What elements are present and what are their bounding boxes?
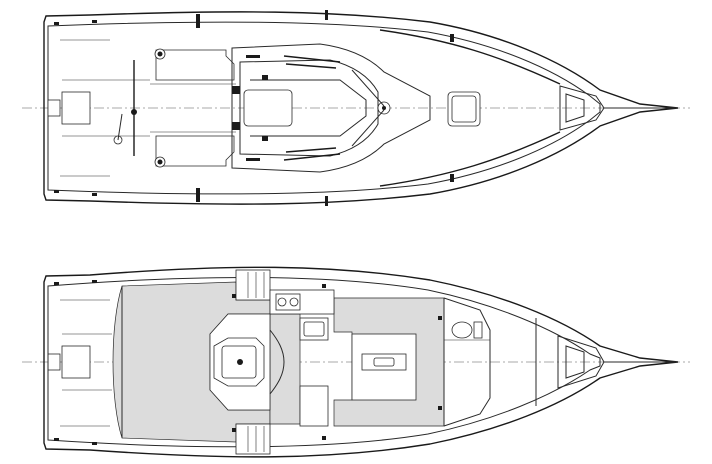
interior-sink-bowl — [303, 321, 325, 337]
deck-companionway-hatch — [243, 89, 293, 127]
deck-cockpit-bench-port — [155, 49, 235, 81]
deck-cleat — [92, 193, 97, 196]
deck-traveller-car — [131, 109, 137, 115]
interior-cleat — [54, 438, 59, 441]
deck-stanchion — [325, 10, 328, 20]
deck-stanchion — [196, 14, 200, 28]
deck-aft-locker — [61, 91, 91, 125]
deck-shroud-port — [351, 69, 385, 107]
deck-rubrail-port — [379, 29, 561, 85]
deck-clutch — [246, 55, 260, 58]
interior-transom-hatch — [47, 353, 61, 371]
interior-locker-port — [235, 269, 271, 301]
interior-toilet — [451, 321, 473, 339]
interior-plan-view — [22, 266, 690, 458]
deck-winch-port-core — [157, 51, 163, 57]
deck-stanchion — [325, 196, 328, 206]
deck-stanchion — [450, 174, 454, 182]
deck-clutch — [246, 158, 260, 161]
deck-plan-view — [22, 10, 690, 206]
deck-genoa-track-port — [283, 55, 341, 63]
deck-forehatch-glass — [451, 95, 477, 123]
deck-tiller — [117, 113, 123, 141]
interior-table-leaf — [373, 357, 395, 367]
deck-transom-hatch — [47, 99, 61, 117]
interior-toilet-tank — [473, 321, 483, 339]
deck-stanchion — [450, 34, 454, 42]
deck-genoa-track-starboard-inner — [285, 147, 337, 153]
interior-anchor-locker — [557, 335, 605, 389]
interior-locker-starboard — [235, 423, 271, 455]
interior-fitting — [322, 284, 326, 288]
interior-cleat — [92, 442, 97, 445]
interior-fitting — [438, 316, 442, 320]
interior-stove-burner — [277, 297, 287, 307]
deck-organiser — [262, 136, 268, 141]
interior-fitting — [438, 406, 442, 410]
deck-cleat — [54, 190, 59, 193]
interior-stove-burner — [289, 297, 299, 307]
interior-anchor-lid — [565, 345, 585, 379]
interior-cleat — [92, 280, 97, 283]
deck-cleat — [92, 20, 97, 23]
interior-step-center — [237, 359, 243, 365]
interior-saloon-floor — [269, 313, 301, 425]
deck-toerail — [47, 21, 601, 195]
deck-mast-core — [382, 106, 386, 110]
deck-sprayhood-line — [250, 79, 367, 137]
deck-genoa-track-port-inner — [285, 63, 337, 69]
interior-hull-inner — [47, 276, 601, 448]
interior-nav-station — [299, 385, 329, 427]
deck-rubrail-starboard — [379, 131, 561, 187]
deck-hull-outline — [43, 11, 679, 205]
interior-aft-locker — [61, 345, 91, 379]
deck-winch-starboard-core — [157, 159, 163, 165]
deck-stanchion — [196, 188, 200, 202]
interior-door-arc — [269, 329, 285, 395]
deck-organiser — [262, 75, 268, 80]
deck-cleat — [54, 22, 59, 25]
deck-anchor-locker — [559, 85, 605, 131]
deck-coachroof-outline — [231, 43, 431, 173]
interior-heads-compartment — [443, 297, 491, 427]
deck-anchor-lid — [565, 93, 585, 123]
interior-fitting — [232, 294, 236, 298]
interior-fitting — [322, 436, 326, 440]
deck-block — [232, 122, 240, 130]
deck-genoa-track-starboard — [283, 153, 341, 161]
interior-fitting — [232, 428, 236, 432]
deck-shroud-starboard — [351, 109, 385, 147]
interior-cleat — [54, 282, 59, 285]
interior-hull-outline — [43, 266, 679, 458]
deck-block — [232, 86, 240, 94]
deck-cockpit-bench-starboard — [155, 135, 235, 167]
